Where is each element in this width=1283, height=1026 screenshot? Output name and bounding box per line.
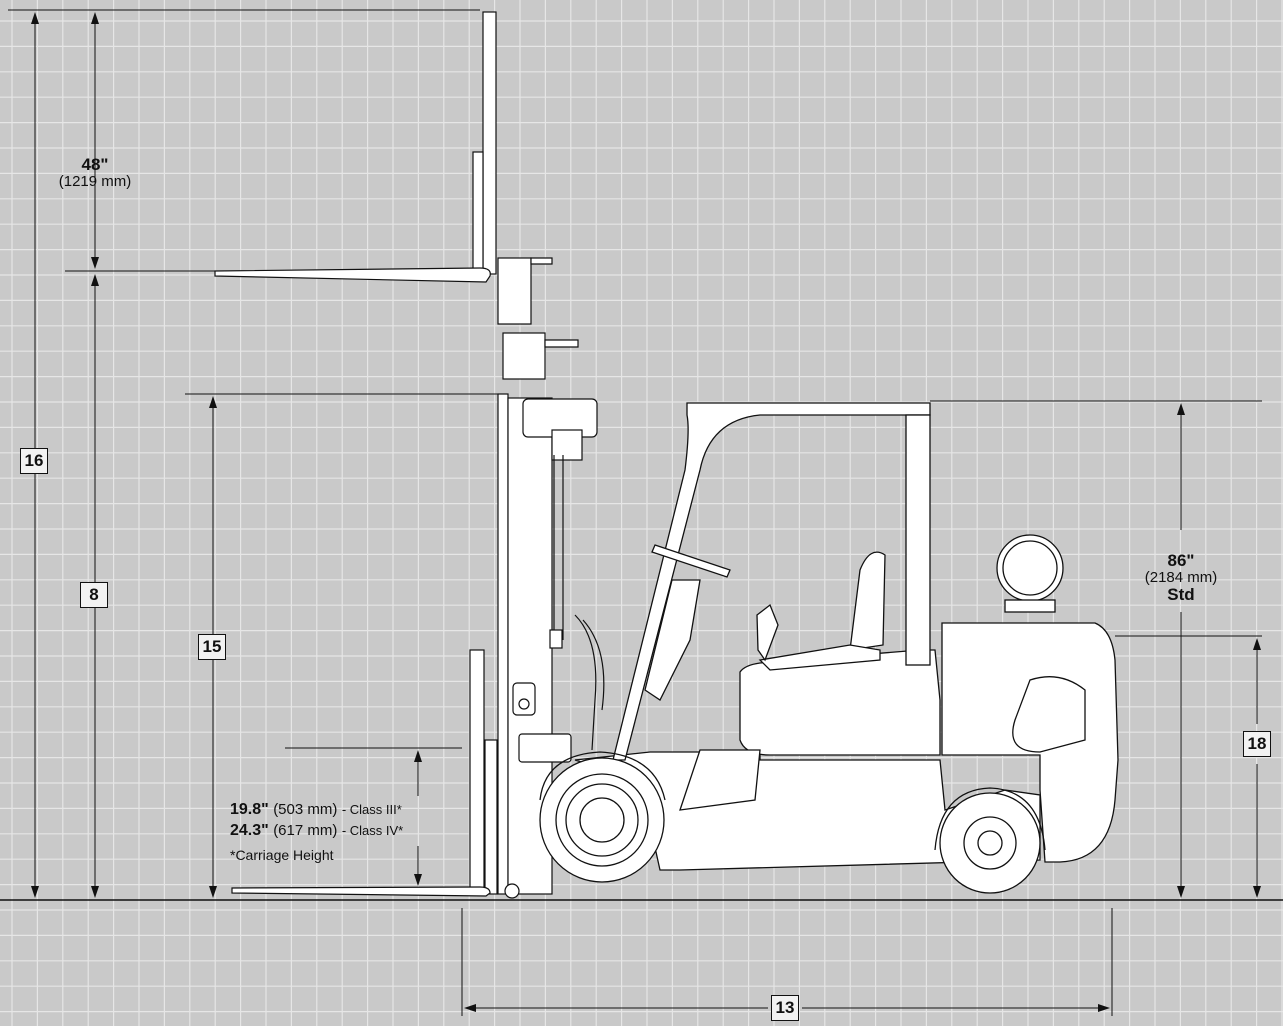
lowered-forks	[231, 649, 520, 899]
carriage-class3-suffix: - Class III*	[341, 802, 402, 817]
callout-15: 15	[198, 634, 226, 660]
rear-fender	[934, 787, 1046, 851]
carriage-height-label: 19.8" (503 mm) - Class III* 24.3" (617 m…	[230, 800, 403, 864]
carriage-class3: 19.8" (503 mm) - Class III*	[230, 800, 403, 821]
overhead-guard-note: Std	[1167, 584, 1195, 604]
carriage-class4-value: 24.3"	[230, 821, 269, 839]
truck-body	[574, 402, 1119, 871]
carriage-class4-suffix: - Class IV*	[341, 822, 404, 838]
overhead-guard-metric: (2184 mm)	[1144, 568, 1218, 586]
carriage-class4: 24.3" (617 mm) - Class IV*	[230, 821, 403, 842]
free-lift-metric: (1219 mm)	[58, 172, 132, 190]
free-lift-value: 48"	[81, 155, 109, 174]
raised-carriage	[214, 11, 579, 380]
carriage-footnote: *Carriage Height	[230, 846, 334, 863]
rear-wheel	[939, 792, 1041, 894]
free-lift-label: 48" (1219 mm)	[45, 156, 145, 190]
carriage-class3-value: 19.8"	[230, 801, 269, 818]
callout-8: 8	[80, 582, 108, 608]
callout-16: 16	[20, 448, 48, 474]
carriage-class4-metric: (617 mm)	[273, 821, 338, 839]
callout-13: 13	[771, 995, 799, 1021]
front-fender	[539, 751, 666, 801]
callout-18: 18	[1243, 731, 1271, 757]
front-wheel	[539, 757, 665, 883]
dimension-arrowheads	[31, 12, 1261, 1012]
dimension-lines	[8, 9, 1262, 1016]
mast	[497, 393, 605, 895]
overhead-guard-label: 86" (2184 mm) Std	[1130, 552, 1232, 603]
overhead-guard-value: 86"	[1167, 551, 1195, 570]
carriage-class3-metric: (503 mm)	[273, 801, 338, 818]
